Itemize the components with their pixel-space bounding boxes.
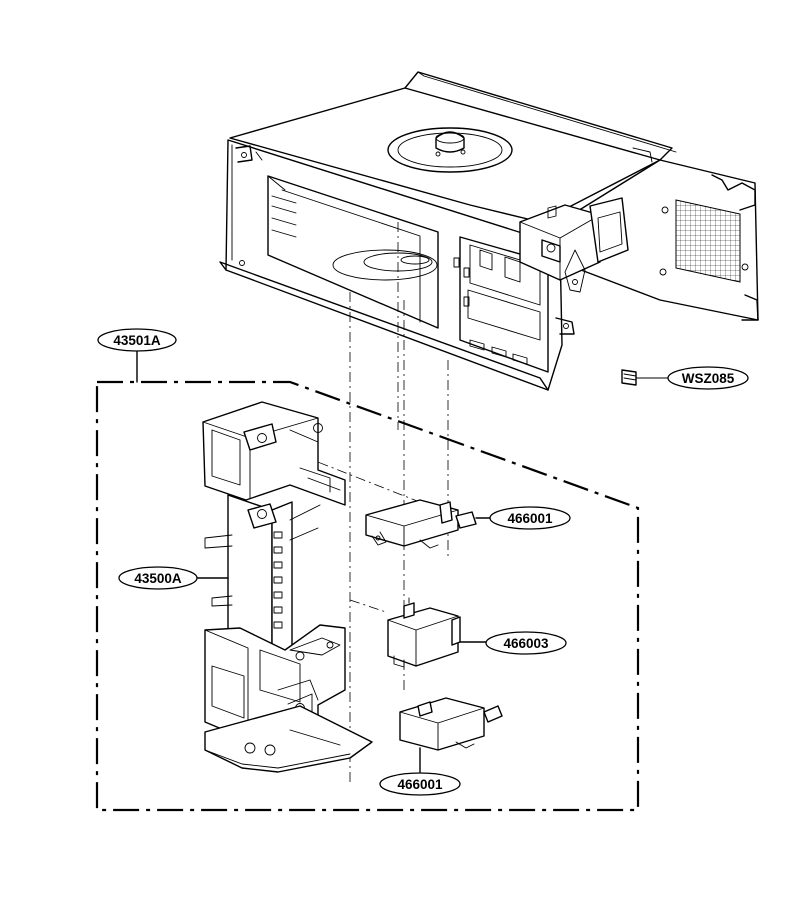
callout-screw-label: WSZ085 <box>682 371 735 386</box>
callout-switch-bottom: 466001 <box>379 772 461 796</box>
callout-switch-middle: 466003 <box>485 631 567 655</box>
assembly-boundary <box>95 380 640 812</box>
turntable-motor-disk <box>387 127 513 173</box>
rack-teeth <box>273 531 283 629</box>
callout-latch-board-label: 43500A <box>134 571 182 586</box>
callout-assembly: 43501A <box>97 328 177 352</box>
callout-switch-top-label: 466001 <box>507 511 553 526</box>
callout-screw: WSZ085 <box>667 366 749 390</box>
callout-switch-middle-label: 466003 <box>503 636 549 651</box>
callout-assembly-label: 43501A <box>113 333 161 348</box>
callout-latch-board: 43500A <box>118 566 198 590</box>
switch-bottom <box>399 697 503 751</box>
screw <box>621 369 669 386</box>
magnetron-bracket <box>519 197 629 293</box>
callout-switch-top: 466001 <box>489 506 571 530</box>
switch-middle <box>387 597 461 668</box>
switch-top <box>365 499 477 549</box>
vent-mesh <box>675 199 741 283</box>
microwave-cavity <box>219 71 759 391</box>
latch-board <box>202 401 373 773</box>
callout-switch-bottom-label: 466001 <box>397 777 443 792</box>
